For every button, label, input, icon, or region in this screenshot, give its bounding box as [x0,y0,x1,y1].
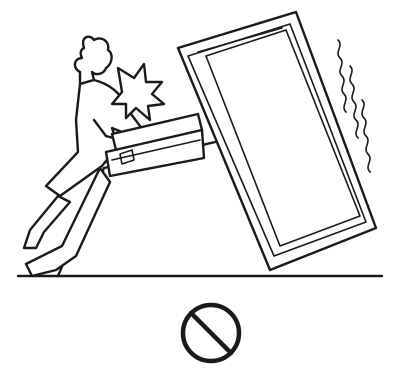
person-head [75,37,112,84]
prohibited-icon [183,305,239,361]
person-back-leg [24,196,70,248]
tipping-cabinet [178,12,376,270]
